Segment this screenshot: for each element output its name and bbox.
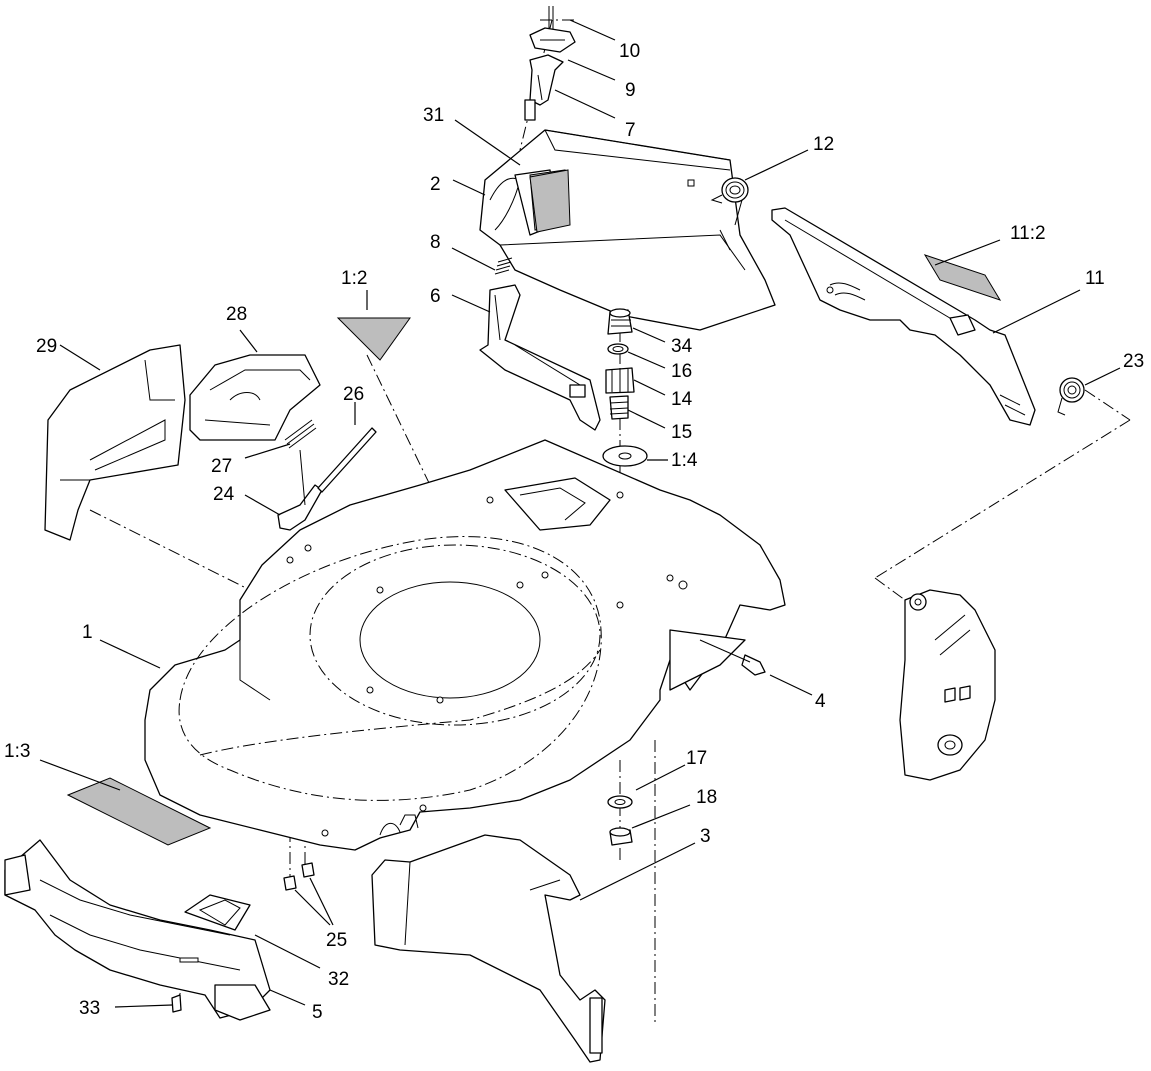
label-1-4: 1:4 [671, 450, 698, 471]
label-24: 24 [213, 484, 235, 505]
label-33: 33 [79, 998, 100, 1019]
deck-housing [144, 439, 786, 851]
label-1: 1 [82, 622, 93, 643]
height-adjust-bracket-6 [479, 284, 601, 431]
decal-1-3 [66, 777, 212, 846]
rear-door [479, 129, 776, 331]
label-25: 25 [326, 930, 347, 951]
fitting-stack [605, 308, 635, 420]
washer-1-4 [602, 445, 648, 467]
label-32: 32 [328, 969, 349, 990]
front-bumper-5 [4, 839, 271, 1021]
side-cover-29 [44, 344, 186, 541]
label-5: 5 [312, 1002, 323, 1023]
torsion-spring-12 [710, 177, 749, 226]
handle-mount-bracket [899, 589, 996, 781]
bracket-32 [184, 894, 251, 931]
label-11-2: 11:2 [1010, 223, 1046, 244]
washer-17 [607, 795, 633, 809]
label-7: 7 [625, 120, 636, 141]
guard-28 [189, 354, 321, 441]
torsion-spring-23 [1057, 377, 1085, 416]
label-11: 11 [1085, 268, 1105, 289]
label-9: 9 [625, 80, 636, 101]
part-labels: 10 9 7 31 2 12 11:2 11 23 8 6 1:2 34 16 … [4, 41, 1144, 1023]
label-26: 26 [343, 384, 364, 405]
label-27: 27 [211, 456, 232, 477]
spring-8 [494, 257, 513, 275]
height-knob-assembly [524, 6, 576, 121]
label-6: 6 [430, 286, 441, 307]
rear-handle-bracket [771, 207, 1036, 426]
label-10: 10 [619, 41, 640, 62]
screws-25 [283, 862, 315, 891]
decal-31 [529, 169, 571, 233]
leader-lines [39, 19, 1121, 1008]
label-18: 18 [696, 787, 717, 808]
label-16: 16 [671, 361, 692, 382]
screw-33 [171, 994, 182, 1013]
label-8: 8 [430, 232, 441, 253]
decal-11-2 [923, 254, 1002, 301]
decal-1-2 [336, 317, 411, 361]
nut-18 [609, 827, 633, 846]
label-29: 29 [36, 336, 57, 357]
label-31: 31 [423, 105, 444, 126]
label-2: 2 [430, 174, 441, 195]
label-23: 23 [1123, 351, 1144, 372]
label-15: 15 [671, 422, 692, 443]
label-14: 14 [671, 389, 693, 410]
label-12: 12 [813, 134, 834, 155]
label-34: 34 [671, 336, 693, 357]
label-17: 17 [686, 748, 707, 769]
bolt-4 [699, 639, 766, 676]
label-1-2: 1:2 [341, 268, 367, 289]
label-4: 4 [815, 691, 826, 712]
side-discharge-deflector [371, 834, 606, 1063]
label-28: 28 [226, 304, 247, 325]
rod-26 [317, 427, 377, 493]
link-24 [277, 449, 323, 531]
label-1-3: 1:3 [4, 741, 30, 762]
label-3: 3 [700, 826, 711, 847]
spring-27 [284, 419, 317, 449]
